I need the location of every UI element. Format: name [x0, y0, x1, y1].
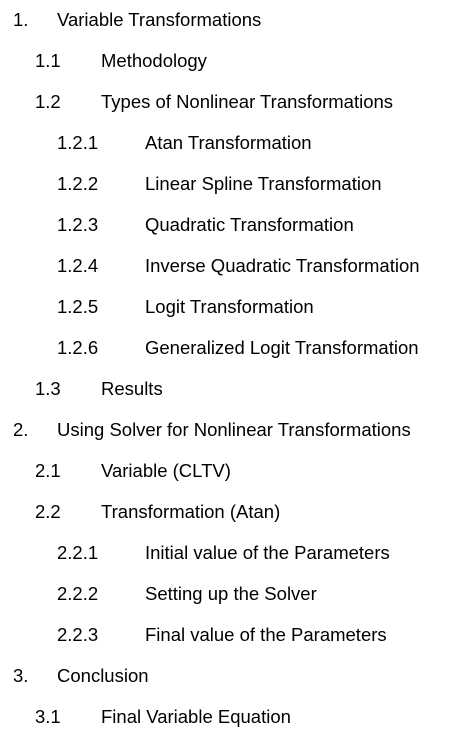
toc-entry-number: 1.2.2 [57, 173, 99, 194]
toc-entry-number: 2.2.2 [57, 583, 99, 604]
toc-entry-2-2-1[interactable]: 2.2.1 Initial value of the Parameters [0, 540, 466, 566]
toc-entry-title: Setting up the Solver [145, 583, 317, 604]
toc-entry-title: Variable Transformations [57, 9, 262, 30]
toc-entry-number: 3.1 [35, 706, 61, 727]
toc-entry-number: 1.2 [35, 91, 61, 112]
toc-entry-title: Generalized Logit Transformation [145, 337, 419, 358]
toc-entry-number: 1.2.4 [57, 255, 99, 276]
toc-entry-number: 1. [13, 9, 29, 30]
toc-entry-1-2-1[interactable]: 1.2.1 Atan Transformation [0, 130, 466, 156]
toc-entry-number: 2.1 [35, 460, 61, 481]
toc-entry-title: Linear Spline Transformation [145, 173, 382, 194]
toc-entry-title: Types of Nonlinear Transformations [101, 91, 394, 112]
toc-entry-title: Initial value of the Parameters [145, 542, 390, 563]
toc-entry-2-2-3[interactable]: 2.2.3 Final value of the Parameters [0, 622, 466, 648]
toc-entry-title: Final value of the Parameters [145, 624, 387, 645]
toc-entry-1-3[interactable]: 1.3 Results [0, 376, 466, 402]
toc-entry-title: Logit Transformation [145, 296, 314, 317]
toc-entry-1-1[interactable]: 1.1 Methodology [0, 48, 466, 74]
toc-entry-number: 2.2.1 [57, 542, 99, 563]
toc-entry-1-2-6[interactable]: 1.2.6 Generalized Logit Transformation [0, 335, 466, 361]
toc-entry-number: 1.2.5 [57, 296, 99, 317]
toc-entry-title: Variable (CLTV) [101, 460, 231, 481]
toc-entry-title: Final Variable Equation [101, 706, 291, 727]
toc-entry-number: 2.2 [35, 501, 61, 522]
toc-entry-title: Methodology [101, 50, 207, 71]
toc-entry-3[interactable]: 3. Conclusion [0, 663, 466, 689]
toc-entry-2-2[interactable]: 2.2 Transformation (Atan) [0, 499, 466, 525]
toc-entry-title: Results [101, 378, 163, 399]
toc-entry-1-2[interactable]: 1.2 Types of Nonlinear Transformations [0, 89, 466, 115]
toc-entry-3-1[interactable]: 3.1 Final Variable Equation [0, 704, 466, 730]
toc-entry-number: 1.1 [35, 50, 61, 71]
toc-entry-2[interactable]: 2. Using Solver for Nonlinear Transforma… [0, 417, 466, 443]
toc-entry-number: 1.2.6 [57, 337, 99, 358]
toc-entry-title: Quadratic Transformation [145, 214, 354, 235]
toc-entry-title: Transformation (Atan) [101, 501, 281, 522]
toc-entry-2-1[interactable]: 2.1 Variable (CLTV) [0, 458, 466, 484]
toc-entry-1-2-5[interactable]: 1.2.5 Logit Transformation [0, 294, 466, 320]
toc-entry-2-2-2[interactable]: 2.2.2 Setting up the Solver [0, 581, 466, 607]
toc-entry-number: 2. [13, 419, 29, 440]
toc-entry-title: Conclusion [57, 665, 149, 686]
toc-entry-title: Atan Transformation [145, 132, 312, 153]
toc-entry-title: Inverse Quadratic Transformation [145, 255, 420, 276]
toc-entry-number: 1.2.3 [57, 214, 99, 235]
toc-entry-number: 1.2.1 [57, 132, 99, 153]
toc-entry-1[interactable]: 1. Variable Transformations [0, 7, 466, 33]
toc-entry-number: 3. [13, 665, 29, 686]
toc-entry-number: 2.2.3 [57, 624, 99, 645]
toc-entry-1-2-4[interactable]: 1.2.4 Inverse Quadratic Transformation [0, 253, 466, 279]
toc-entry-number: 1.3 [35, 378, 61, 399]
toc-entry-1-2-2[interactable]: 1.2.2 Linear Spline Transformation [0, 171, 466, 197]
toc-entry-title: Using Solver for Nonlinear Transformatio… [57, 419, 411, 440]
toc-entry-1-2-3[interactable]: 1.2.3 Quadratic Transformation [0, 212, 466, 238]
